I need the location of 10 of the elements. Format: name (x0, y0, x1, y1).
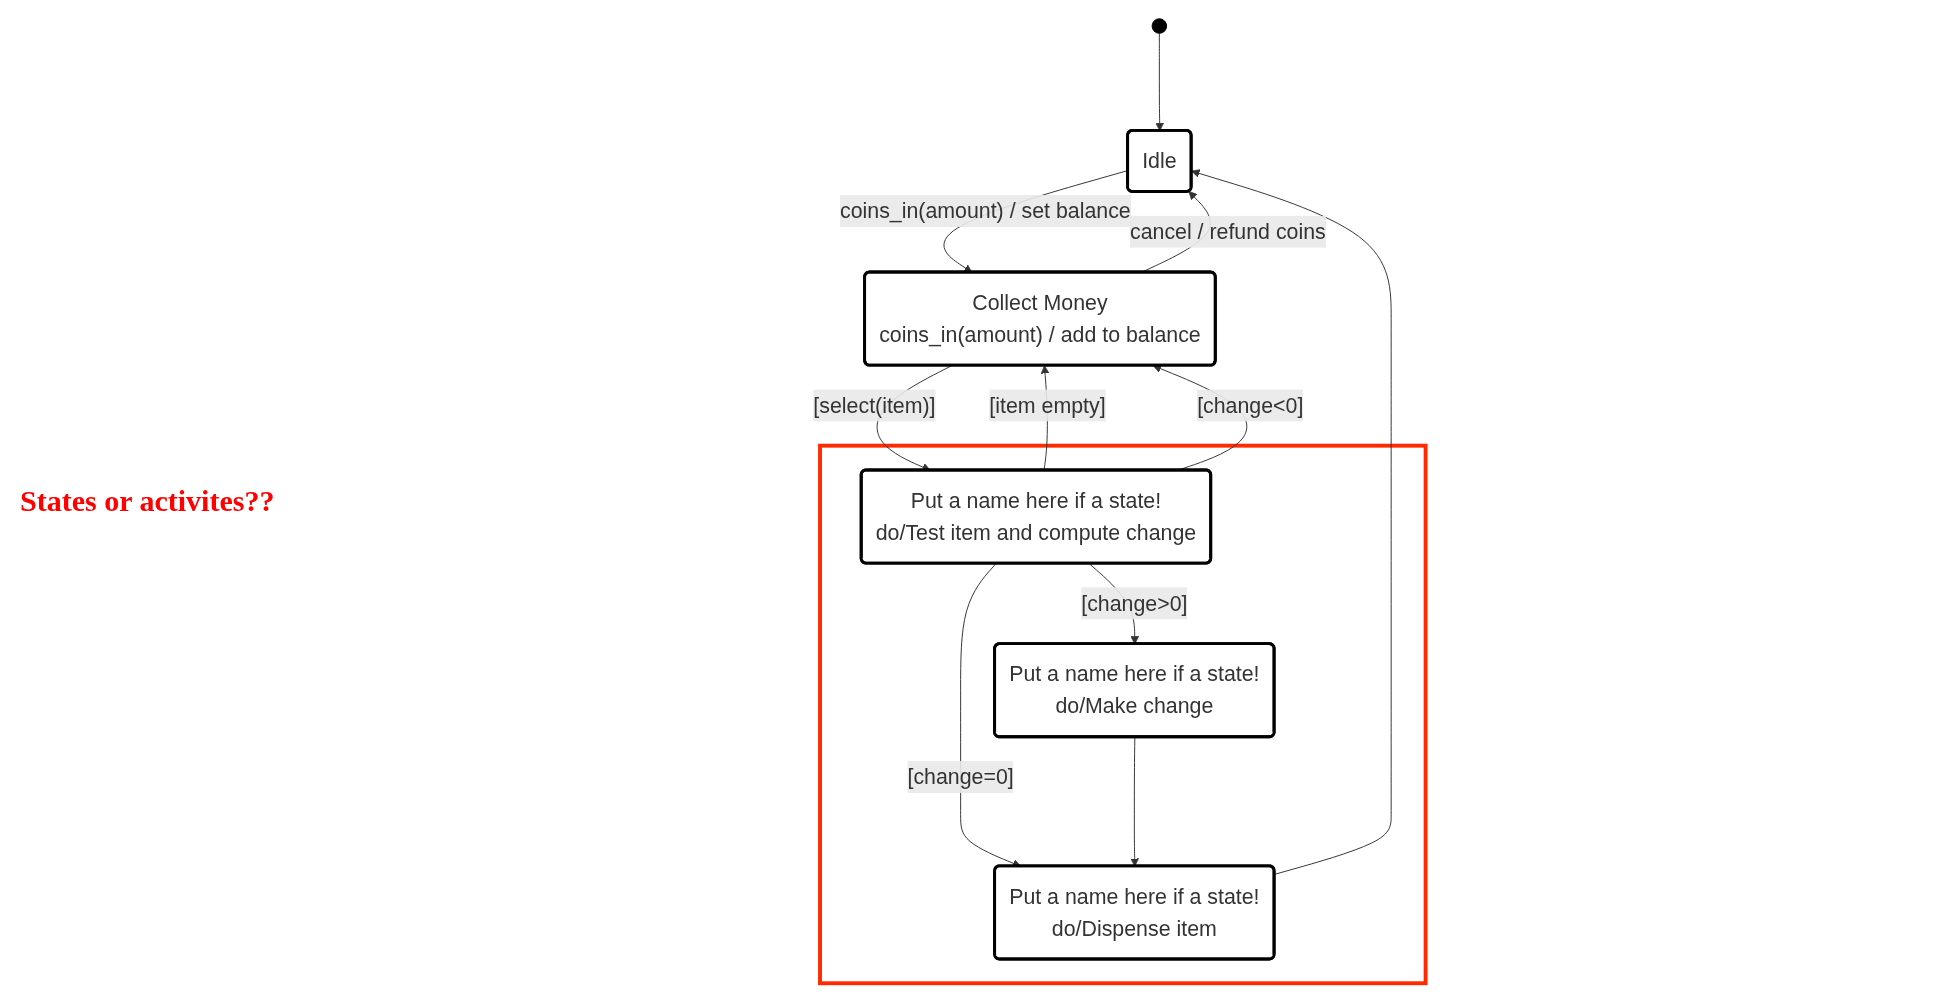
edge-label: [change<0] (1197, 393, 1304, 418)
edge-label: [select(item)] (813, 393, 936, 418)
edge-label: coins_in(amount) / set balance (839, 198, 1131, 224)
edge-label: [item empty] (989, 393, 1106, 418)
cluster (818, 443, 1428, 986)
edge-label: cancel / refund coins (1129, 219, 1326, 244)
node-circle (1151, 18, 1168, 34)
edge-label: [change>0] (1081, 591, 1188, 616)
note-text: States or activites?? (20, 484, 276, 518)
edge-label: [change=0] (907, 764, 1014, 790)
